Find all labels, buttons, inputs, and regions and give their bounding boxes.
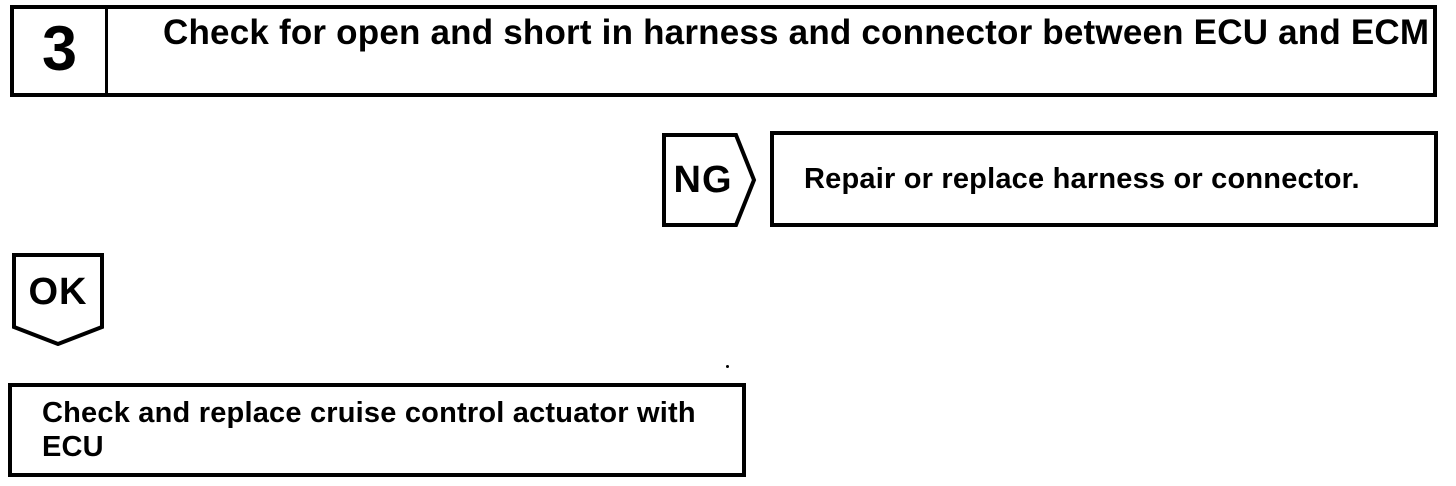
ok-connector-tag: OK xyxy=(12,253,104,346)
ok-label: OK xyxy=(28,271,88,313)
step-header-box: 3 Check for open and short in harness an… xyxy=(10,5,1437,97)
step-number-cell: 3 xyxy=(14,9,108,93)
ok-result-line: Check and replace cruise control actuato… xyxy=(42,397,696,429)
ng-pentagon-icon xyxy=(662,133,757,227)
ng-connector-tag: NG xyxy=(662,133,757,227)
step-number: 3 xyxy=(41,13,78,84)
ng-action-text: Repair or replace harness or connector. xyxy=(804,162,1360,195)
scan-artifact-dot xyxy=(726,365,729,368)
step-title: Check for open and short in harness and … xyxy=(163,13,1430,52)
ng-action-box: Repair or replace harness or connector. xyxy=(770,131,1438,227)
ng-label: NG xyxy=(673,159,733,201)
ok-result-line: ECU xyxy=(42,431,104,463)
ok-pentagon-icon xyxy=(12,253,104,346)
ok-result-text: Check and replace cruise control actuato… xyxy=(12,387,742,464)
ok-result-box: Check and replace cruise control actuato… xyxy=(8,383,746,477)
